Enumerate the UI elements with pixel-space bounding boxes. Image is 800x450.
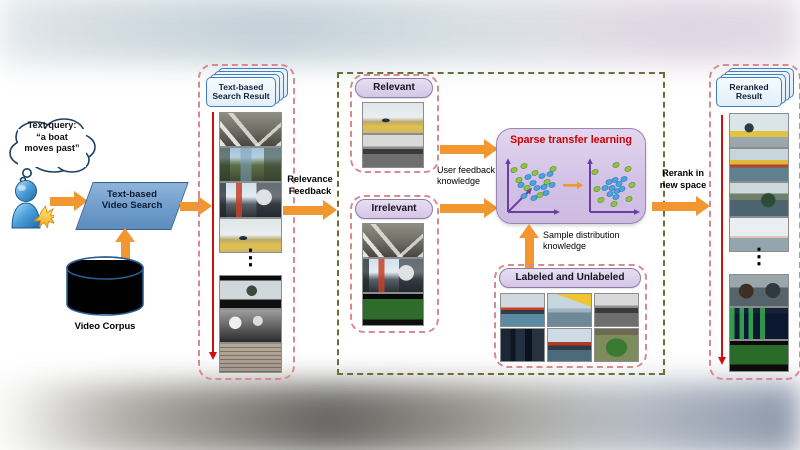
labeled-thumb-1[interactable]: [500, 293, 545, 327]
sample-distribution-line1: Sample distribution: [543, 230, 620, 240]
reranked-thumb-6[interactable]: [729, 307, 789, 340]
text-result-thumb-2[interactable]: [219, 147, 282, 182]
user-feedback-line1: User feedback: [437, 165, 496, 175]
relevance-feedback-arrow: [283, 200, 337, 221]
labeled-thumb-3[interactable]: [594, 293, 639, 327]
reranked-results-card-front: Reranked Result: [716, 77, 782, 107]
text-result-thumb-5[interactable]: [219, 275, 282, 309]
relevant-label: Relevant: [355, 78, 433, 98]
corpus-to-search-arrow: [115, 228, 136, 260]
labeled-thumb-2[interactable]: [547, 293, 592, 327]
text-results-title-line2: Search Result: [212, 91, 270, 101]
relevance-feedback-line2: Feedback: [288, 185, 332, 196]
text-result-thumb-6[interactable]: [219, 309, 282, 343]
sample-distribution-label: Sample distribution knowledge: [543, 230, 663, 253]
reranked-rank-arrow: [718, 115, 726, 365]
reranked-thumb-5[interactable]: [729, 274, 789, 307]
relevant-to-stl-arrow: [440, 139, 498, 160]
irrelevant-group-container: [350, 195, 439, 333]
feedback-stage-container: [337, 72, 665, 375]
text-result-thumb-7[interactable]: [219, 343, 282, 373]
query-label: Text query:: [27, 120, 77, 130]
blurred-bottom-band: [0, 383, 800, 450]
sparse-transfer-learning-module: [496, 128, 646, 224]
labeled-unlabeled-container: [494, 264, 647, 368]
query-text-line2: moves past”: [24, 143, 80, 154]
thought-bubble: [6, 113, 98, 185]
thought-bubble-text: Text query: “a boat moves past”: [9, 120, 95, 155]
irrelevant-thumb-2[interactable]: [362, 258, 424, 293]
text-result-thumb-3[interactable]: [219, 182, 282, 218]
reranked-results-card-stack: Reranked Result: [716, 68, 798, 108]
reranked-thumb-2[interactable]: [729, 148, 789, 182]
video-corpus-cylinder: [64, 256, 146, 318]
user-feedback-knowledge-label: User feedback knowledge: [437, 165, 535, 188]
search-module-line2: Video Search: [101, 199, 163, 211]
labeled-to-stl-arrow: [519, 224, 540, 268]
sparse-transfer-learning-title: Sparse transfer learning: [510, 134, 632, 146]
reranked-thumb-3[interactable]: [729, 182, 789, 217]
reranked-title-line2: Result: [735, 91, 763, 101]
text-results-card-stack: Text-based Search Result: [206, 68, 290, 108]
text-result-thumb-4[interactable]: [219, 218, 282, 253]
search-to-results-arrow: [180, 196, 212, 217]
relevant-thumb-2[interactable]: [362, 134, 424, 168]
user-feedback-line2: knowledge: [437, 176, 481, 187]
rerank-line1: Rerank in: [662, 168, 704, 178]
text-results-card-front: Text-based Search Result: [206, 77, 276, 107]
irrelevant-thumb-1[interactable]: [362, 223, 424, 258]
reranked-thumb-7[interactable]: [729, 340, 789, 372]
labeled-unlabeled-label: Labeled and Unlabeled: [499, 268, 641, 288]
video-corpus-label: Video Corpus: [74, 320, 136, 331]
relevance-feedback-line1: Relevance: [287, 174, 333, 184]
user-avatar: [8, 178, 59, 230]
query-text-line1: “a boat: [36, 131, 68, 142]
feature-space-scatter-plots: [500, 152, 642, 220]
text-results-ellipsis: ⋮: [240, 246, 261, 269]
reranked-thumb-1[interactable]: [729, 113, 789, 148]
text-results-title-line1: Text-based: [218, 81, 264, 92]
reranked-thumb-4[interactable]: [729, 217, 789, 252]
text-result-thumb-1[interactable]: [219, 112, 282, 147]
irrelevant-to-stl-arrow: [440, 198, 498, 219]
blurred-top-band: [0, 0, 800, 64]
text-based-video-search-label: Text-based Video Search: [84, 189, 180, 211]
relevance-feedback-label: Relevance Feedback: [282, 174, 338, 197]
labeled-thumb-5[interactable]: [547, 328, 592, 362]
labeled-thumb-4[interactable]: [500, 328, 545, 362]
labeled-thumb-6[interactable]: [594, 328, 639, 362]
text-results-rank-arrow: [209, 112, 217, 360]
relevant-group-container: [350, 74, 439, 173]
text-results-container: [198, 64, 295, 380]
sample-distribution-line2: knowledge: [543, 241, 587, 252]
stl-to-reranked-arrow: [652, 196, 710, 217]
irrelevant-thumb-3[interactable]: [362, 293, 424, 326]
reranked-title-line1: Reranked: [729, 81, 769, 92]
rerank-line2: new space: [659, 179, 707, 190]
rerank-label: Rerank in new space: [652, 168, 714, 191]
reranked-results-ellipsis: ⋮: [748, 245, 770, 268]
irrelevant-label: Irrelevant: [355, 199, 433, 219]
relevant-thumb-1[interactable]: [362, 102, 424, 134]
search-module-line1: Text-based: [107, 189, 157, 200]
